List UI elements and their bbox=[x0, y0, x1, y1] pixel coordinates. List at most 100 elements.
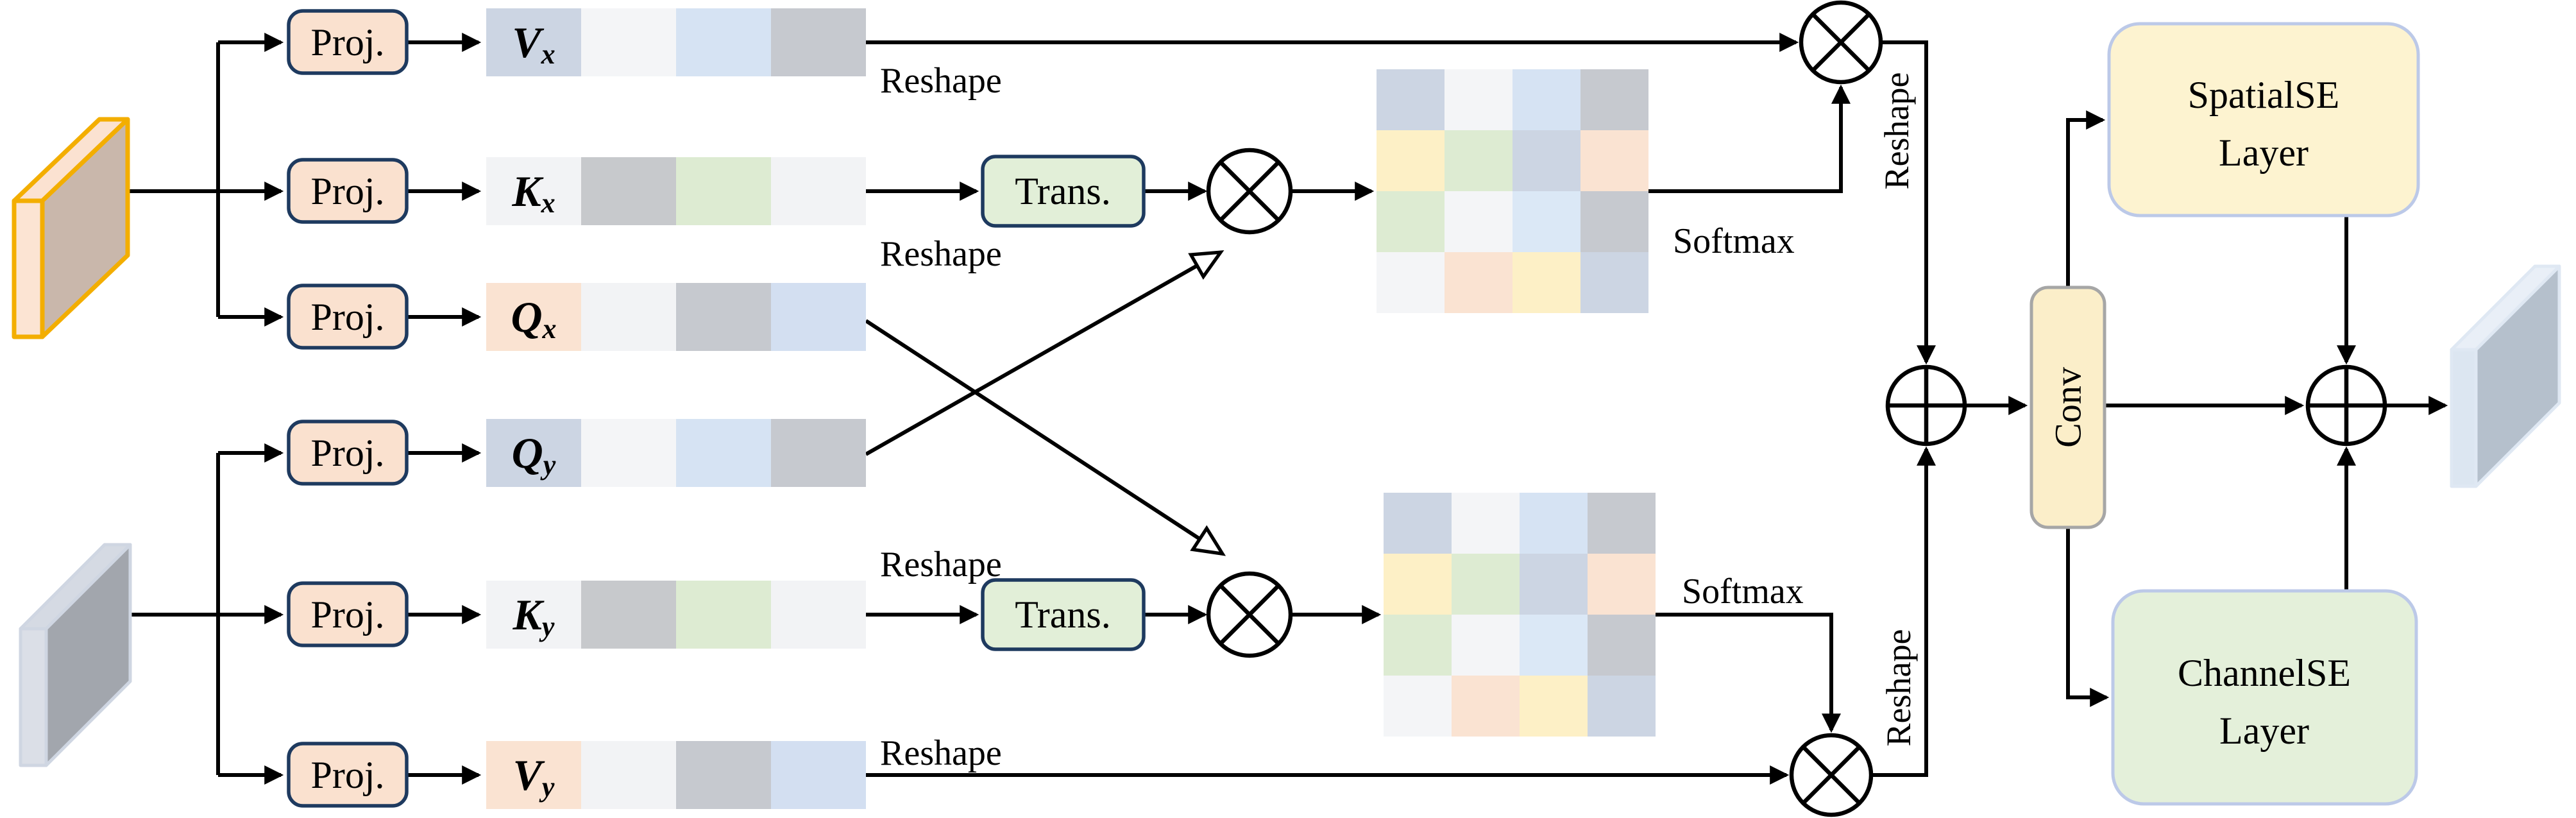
strip-cell bbox=[486, 741, 581, 809]
strip-cell bbox=[486, 581, 581, 649]
proj-box-qy: Proj. bbox=[287, 420, 409, 486]
matrix-cell bbox=[1384, 554, 1452, 615]
matrix-cell bbox=[1513, 130, 1580, 191]
slab-front-face bbox=[19, 627, 48, 767]
strip-cell bbox=[486, 419, 581, 487]
trans-label: Trans. bbox=[1015, 170, 1111, 212]
spatialse-box-shape bbox=[2107, 22, 2420, 217]
proj-box-vy: Proj. bbox=[287, 742, 409, 808]
value-strip-qy: Qy bbox=[486, 419, 866, 487]
channelse-box-shape bbox=[2111, 589, 2418, 806]
strip-cell bbox=[676, 283, 771, 351]
matrix-cell bbox=[1580, 69, 1648, 130]
reshape-label-vertical-bottom: Reshape bbox=[1879, 629, 1918, 747]
strip-label: Ky bbox=[513, 590, 555, 642]
proj-label: Proj. bbox=[310, 21, 384, 64]
matmul-bottomright-to-add bbox=[1871, 446, 1936, 777]
input-x-slab bbox=[12, 117, 130, 339]
proj-box-shape bbox=[287, 581, 409, 647]
strip-cell bbox=[486, 283, 581, 351]
strip-cell bbox=[581, 157, 676, 225]
matrix-cell bbox=[1377, 252, 1445, 313]
slab-front-face bbox=[2450, 348, 2478, 488]
conv-box-shape bbox=[2029, 285, 2106, 529]
value-strip-kx: Kx bbox=[486, 157, 866, 225]
proj-box-shape bbox=[287, 9, 409, 75]
strip-cell bbox=[676, 8, 771, 76]
matrix-top-softmax-path bbox=[1646, 84, 1851, 193]
trans-label: Trans. bbox=[1015, 593, 1111, 636]
matrix-cell bbox=[1384, 615, 1452, 676]
proj-box-vx: Proj. bbox=[287, 9, 409, 75]
matrix-cell bbox=[1384, 676, 1452, 737]
matrix-cell bbox=[1520, 493, 1588, 554]
matrix-cell bbox=[1520, 676, 1588, 737]
proj-label: Proj. bbox=[310, 754, 384, 796]
matrix-cell bbox=[1513, 252, 1580, 313]
input-y-slab bbox=[19, 543, 132, 767]
strip-cell bbox=[771, 8, 866, 76]
matrix-cell bbox=[1445, 191, 1513, 252]
qy-cross-diagonal bbox=[865, 250, 1224, 456]
spatialse-label-line2: Layer bbox=[2219, 132, 2309, 174]
matrix-cell bbox=[1377, 130, 1445, 191]
matrix-bottom-softmax-path bbox=[1656, 613, 1841, 733]
matmul-icon-topright bbox=[1799, 0, 1883, 85]
qx-cross-diagonal bbox=[865, 319, 1226, 556]
proj-box-ky: Proj. bbox=[287, 581, 409, 647]
strip-cell bbox=[676, 581, 771, 649]
matrix-cell bbox=[1452, 554, 1520, 615]
softmax-label-top: Softmax bbox=[1673, 221, 1795, 261]
matrix-cell bbox=[1580, 130, 1648, 191]
softmax-label-bottom: Softmax bbox=[1682, 572, 1804, 611]
conv-label: Conv bbox=[2047, 367, 2089, 448]
reshape-label-kx: Reshape bbox=[880, 234, 1002, 274]
conv-to-channelse bbox=[2066, 527, 2110, 707]
matrix-cell bbox=[1452, 615, 1520, 676]
matrix-cell bbox=[1445, 252, 1513, 313]
proj-box-qx: Proj. bbox=[287, 284, 409, 350]
matrix-cell bbox=[1588, 493, 1656, 554]
channelse-box: ChannelSE Layer bbox=[2111, 589, 2418, 806]
spatialse-box: SpatialSE Layer bbox=[2107, 22, 2420, 217]
matrix-cell bbox=[1384, 493, 1452, 554]
trans-box-top: Trans. bbox=[981, 155, 1146, 228]
matmul-icon-top bbox=[1206, 148, 1293, 235]
trans-box-shape bbox=[981, 578, 1146, 651]
matrix-cell bbox=[1377, 69, 1445, 130]
value-strip-ky: Ky bbox=[486, 581, 866, 649]
matrix-cell bbox=[1452, 493, 1520, 554]
channelse-label-line2: Layer bbox=[2219, 710, 2309, 752]
proj-label: Proj. bbox=[310, 296, 384, 338]
proj-label: Proj. bbox=[310, 170, 384, 212]
reshape-label-ky: Reshape bbox=[880, 545, 1002, 584]
value-strip-vx: Vx bbox=[486, 8, 866, 76]
attention-matrix-bottom bbox=[1384, 493, 1656, 737]
attention-matrix-top bbox=[1377, 69, 1648, 313]
matrix-cell bbox=[1588, 554, 1656, 615]
strip-cell bbox=[771, 741, 866, 809]
strip-cell bbox=[486, 157, 581, 225]
channelse-label-line1: ChannelSE bbox=[2178, 652, 2351, 694]
matrix-cell bbox=[1588, 615, 1656, 676]
strip-cell bbox=[676, 157, 771, 225]
proj-box-shape bbox=[287, 742, 409, 808]
conv-to-spatialse bbox=[2066, 110, 2106, 287]
strip-cell bbox=[581, 8, 676, 76]
proj-label: Proj. bbox=[310, 593, 384, 636]
strip-cell bbox=[676, 419, 771, 487]
add-icon-right bbox=[2305, 364, 2387, 447]
proj-box-shape bbox=[287, 420, 409, 486]
output-slab bbox=[2450, 264, 2561, 488]
proj-label: Proj. bbox=[310, 432, 384, 474]
matrix-cell bbox=[1445, 130, 1513, 191]
strip-label: Kx bbox=[511, 167, 555, 219]
matmul-icon-bottom bbox=[1206, 571, 1293, 658]
reshape-label-vx: Reshape bbox=[880, 61, 1002, 101]
matrix-cell bbox=[1520, 615, 1588, 676]
trans-box-bottom: Trans. bbox=[981, 578, 1146, 651]
matrix-cell bbox=[1513, 69, 1580, 130]
proj-box-shape bbox=[287, 284, 409, 350]
matrix-cell bbox=[1377, 191, 1445, 252]
